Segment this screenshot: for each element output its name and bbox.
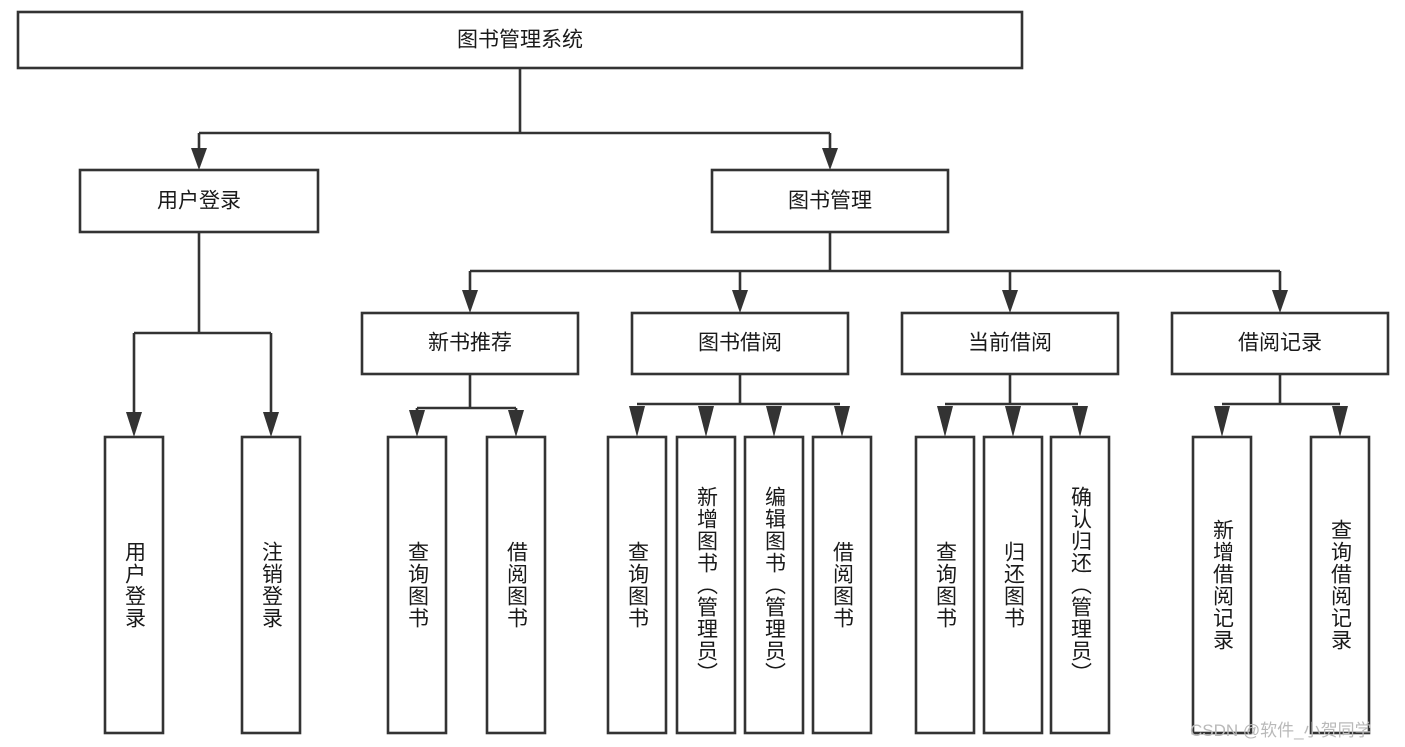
leaf-box-add-borrow-record[interactable] [1191, 435, 1253, 735]
leaf-box-borrow-book-nbr[interactable] [485, 435, 547, 735]
node-borrow-record-box[interactable] [1170, 311, 1390, 376]
connector-group-root [191, 68, 838, 170]
leaf-box-query-book-bb[interactable] [606, 435, 668, 735]
arrow-bookborrow-c4 [834, 406, 850, 437]
connector-group-bookmgmt [462, 232, 1288, 313]
arrow-currentborrow-c2 [1005, 406, 1021, 437]
arrow-borrowrecord-c2 [1332, 406, 1348, 437]
arrow-root-to-userlogin [191, 148, 207, 170]
arrow-userlogin-c2 [263, 412, 279, 437]
csdn-watermark: CSDN @软件_小贺同学 [1190, 721, 1372, 740]
arrow-bookmgmt-c4 [1272, 290, 1288, 313]
node-current-borrow-label: 当前借阅 [968, 332, 1052, 355]
connector-group-currentborrow [937, 374, 1088, 437]
leaf-box-query-book-cb[interactable] [914, 435, 976, 735]
arrow-currentborrow-c1 [937, 406, 953, 437]
node-root-box[interactable] [16, 10, 1024, 70]
leaf-box-return-book[interactable] [982, 435, 1044, 735]
node-borrow-record-label: 借阅记录 [1238, 332, 1322, 355]
arrow-borrowrecord-c1 [1214, 406, 1230, 437]
node-user-login-label: 用户登录 [157, 190, 241, 213]
node-book-borrow-label: 图书借阅 [698, 332, 782, 355]
arrow-bookmgmt-c3 [1002, 290, 1018, 313]
arrow-currentborrow-c3 [1072, 406, 1088, 437]
node-new-book-recommend-label: 新书推荐 [428, 332, 512, 355]
leaf-box-query-book-nbr[interactable] [386, 435, 448, 735]
connector-group-bookborrow [629, 374, 850, 437]
arrow-root-to-bookmgmt [822, 148, 838, 170]
leaf-box-add-book-admin[interactable] [675, 435, 737, 735]
arrow-newbook-c1 [409, 410, 425, 437]
node-book-management-label: 图书管理 [788, 190, 872, 213]
arrow-userlogin-c1 [126, 412, 142, 437]
node-book-management-box[interactable] [710, 168, 950, 234]
leaf-box-edit-book-admin[interactable] [743, 435, 805, 735]
node-user-login-box[interactable] [78, 168, 320, 234]
arrow-newbook-c2 [508, 410, 524, 437]
node-current-borrow-box[interactable] [900, 311, 1120, 376]
leaf-box-confirm-return-admin[interactable] [1049, 435, 1111, 735]
leaf-box-query-borrow-record[interactable] [1309, 435, 1371, 735]
arrow-bookborrow-c3 [766, 406, 782, 437]
connector-group-borrowrecord [1214, 374, 1348, 437]
connector-group-newbook [409, 374, 524, 437]
leaf-box-logout[interactable] [240, 435, 302, 735]
leaf-box-user-login[interactable] [103, 435, 165, 735]
leaf-box-borrow-book-bb[interactable] [811, 435, 873, 735]
node-new-book-recommend-box[interactable] [360, 311, 580, 376]
arrow-bookborrow-c2 [698, 406, 714, 437]
arrow-bookborrow-c1 [629, 406, 645, 437]
arrow-bookmgmt-c2 [732, 290, 748, 313]
arrow-bookmgmt-c1 [462, 290, 478, 313]
connector-group-userlogin [126, 232, 279, 437]
node-book-borrow-box[interactable] [630, 311, 850, 376]
node-root-label: 图书管理系统 [457, 29, 583, 52]
